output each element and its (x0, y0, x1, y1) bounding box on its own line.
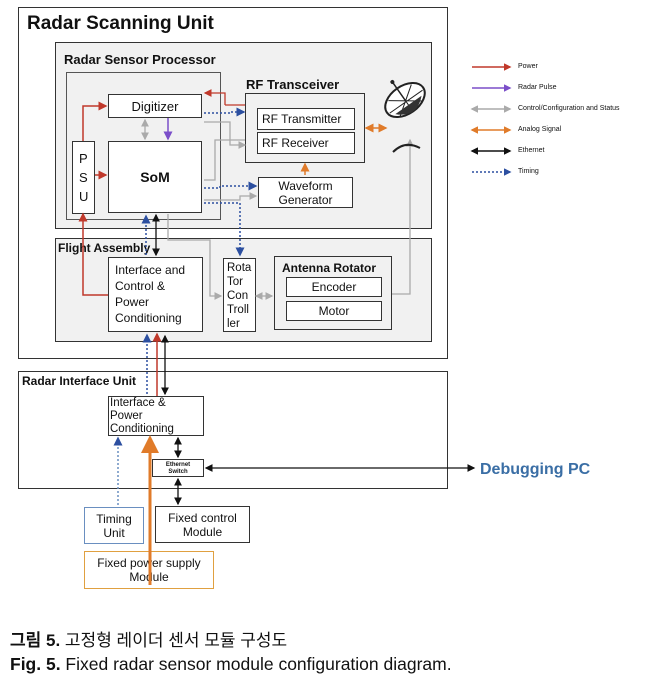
psu: P S U (72, 141, 95, 214)
encoder: Encoder (286, 277, 382, 297)
som-label: SoM (140, 169, 170, 185)
caption-english-text: Fixed radar sensor module configuration … (60, 654, 452, 674)
digitizer-label: Digitizer (131, 98, 179, 114)
eth-line2: Switch (168, 469, 188, 475)
caption-english: Fig. 5. Fixed radar sensor module config… (10, 654, 452, 675)
ethernet-switch: Ethernet Switch (152, 459, 204, 477)
interface-power-conditioning: Interface & Power Conditioning (108, 396, 204, 436)
radar-scanning-unit-title: Radar Scanning Unit (27, 13, 214, 34)
caption-korean-text: 고정형 레이더 센서 모듈 구성도 (60, 631, 288, 650)
legend-ethernet: Ethernet (518, 147, 545, 154)
legend-control: Control/Configuration and Status (518, 105, 620, 112)
eth-line1: Ethernet (165, 462, 191, 468)
icpc-line1: Interface and (115, 263, 186, 277)
rc-line5: ler (227, 318, 240, 330)
rf-transmitter (257, 108, 355, 130)
icpc-line4: Conditioning (115, 311, 182, 325)
encoder-label: Encoder (311, 280, 357, 294)
caption-korean: 그림 5. 고정형 레이더 센서 모듈 구성도 (10, 626, 287, 651)
rotator-controller: Rota Tor Con Troll ler (223, 258, 256, 332)
psu-letter-s: S (79, 170, 88, 185)
rf-transmitter-label: RF Transmitter (262, 112, 342, 126)
flight-assembly-title: Flight Assembly (58, 241, 151, 255)
interface-control-power: Interface and Control & Power Conditioni… (108, 257, 203, 332)
psu-letter-p: P (79, 151, 88, 166)
waveform-generator: Waveform Generator (258, 177, 353, 208)
legend-analog: Analog Signal (518, 126, 562, 133)
rf-receiver (257, 132, 355, 154)
legend: Power Radar Pulse Control/Configuration … (470, 60, 649, 180)
ipc-line1: Interface & (110, 397, 166, 409)
som: SoM (108, 141, 202, 213)
timing-line2: Unit (103, 526, 125, 540)
antenna-dish-icon (384, 79, 426, 119)
ipc-line3: Conditioning (110, 423, 174, 435)
icpc-line3: Power (115, 295, 150, 309)
fcm-line2: Module (182, 525, 223, 539)
caption-korean-prefix: 그림 5. (10, 631, 61, 650)
rc-line3: Con (227, 290, 249, 302)
rf-receiver-label: RF Receiver (262, 136, 329, 150)
legend-power: Power (518, 63, 538, 70)
rc-line4: Troll (227, 304, 249, 316)
icpc-line2: Control & (115, 279, 166, 293)
ipc-line2: Power (110, 410, 143, 422)
legend-lines (470, 63, 512, 176)
debugging-pc-label: Debugging PC (480, 461, 591, 478)
radar-sensor-processor-title: Radar Sensor Processor (64, 52, 216, 67)
motor: Motor (286, 301, 382, 321)
rc-line1: Rota (227, 262, 252, 274)
waveform-label-line1: Waveform (278, 179, 333, 193)
legend-timing: Timing (518, 168, 539, 175)
motor-label: Motor (318, 304, 350, 318)
caption-english-prefix: Fig. 5. (10, 654, 61, 674)
antenna-rotator-title: Antenna Rotator (282, 261, 376, 275)
legend-radar-pulse: Radar Pulse (518, 84, 557, 91)
radar-interface-unit-title: Radar Interface Unit (22, 374, 137, 388)
waveform-label-line2: Generator (278, 193, 333, 207)
rf-transceiver-title: RF Transceiver (246, 77, 340, 92)
digitizer: Digitizer (108, 94, 202, 118)
timing-line1: Timing (96, 512, 132, 526)
psu-letter-u: U (79, 189, 89, 204)
fixed-control-module: Fixed control Module (155, 506, 250, 543)
fcm-line1: Fixed control (168, 511, 237, 525)
rc-line2: Tor (227, 276, 243, 288)
timing-unit: Timing Unit (84, 507, 144, 544)
